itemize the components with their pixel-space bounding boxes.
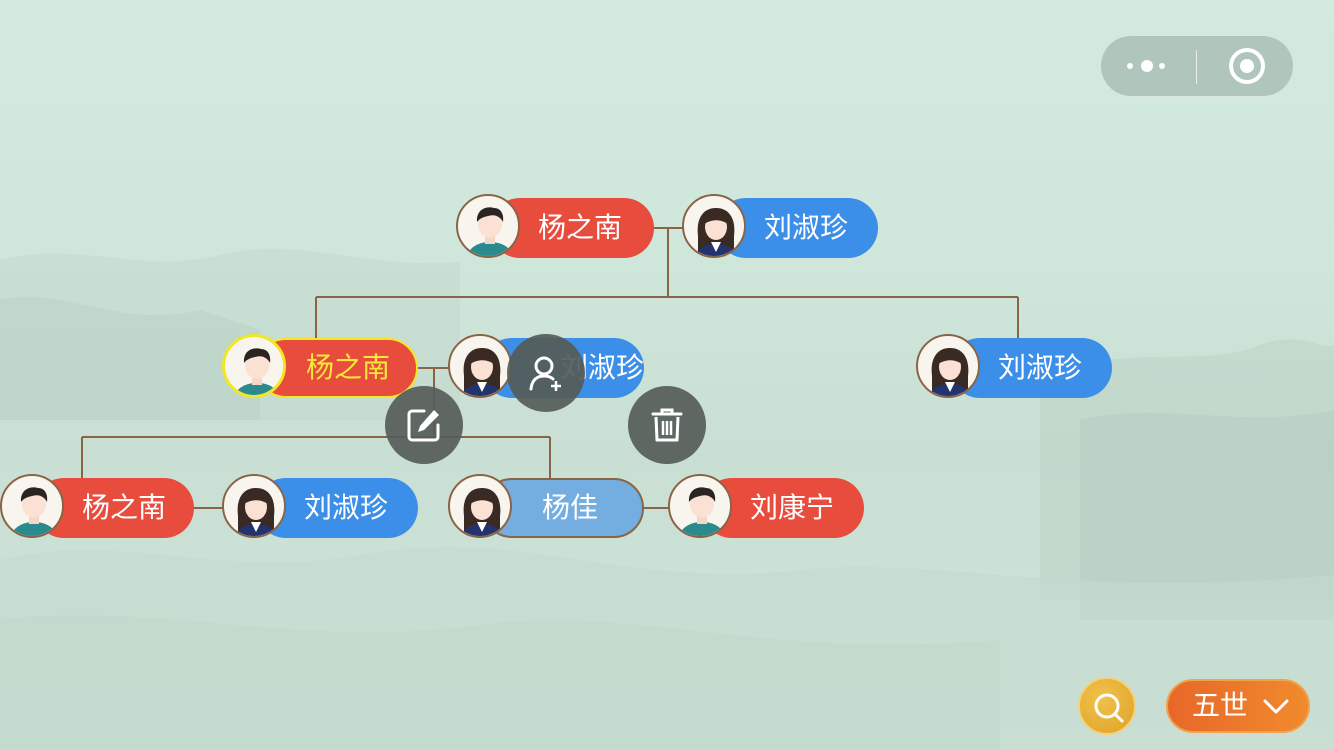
capsule-menu [1100,35,1294,97]
male-avatar-icon [0,474,64,538]
male-avatar-icon [222,334,286,398]
person-node-gen2-female[interactable]: 刘淑珍 [916,334,1114,398]
target-icon[interactable] [1229,48,1265,84]
more-dots-icon[interactable] [1101,36,1195,96]
capsule-divider [1196,50,1197,84]
person-name: 杨佳 [542,491,599,524]
search-icon [1094,693,1124,723]
add-person-button[interactable] [507,334,585,412]
person-name: 刘淑珍 [998,351,1083,384]
generation-label: 五世 [1192,689,1249,722]
name-pill: 杨之南 [490,198,654,258]
chevron-down-icon [1263,699,1289,714]
female-avatar-icon [916,334,980,398]
person-name: 杨之南 [82,491,167,524]
person-node-gen3-female-spouse[interactable]: 刘康宁 [668,474,864,538]
add-person-icon [529,356,561,391]
person-node-gen3-male[interactable]: 杨之南 [0,474,194,538]
person-name: 刘淑珍 [764,211,849,244]
person-name: 刘康宁 [750,491,835,524]
person-name: 刘淑珍 [304,491,389,524]
delete-button[interactable] [628,386,706,464]
female-avatar-icon [448,474,512,538]
search-button[interactable] [1078,677,1136,735]
person-node-gen3-female[interactable]: 杨佳 [448,474,644,538]
trash-icon [651,408,683,442]
edit-icon [407,409,440,442]
female-avatar-icon [448,334,512,398]
male-avatar-icon [456,194,520,258]
generation-selector[interactable]: 五世 [1166,679,1310,733]
person-name: 杨之南 [306,351,391,384]
person-node-gen3-spouse[interactable]: 刘淑珍 [222,474,420,538]
person-node-gen1-male[interactable]: 杨之南 [456,194,654,258]
male-avatar-icon [668,474,732,538]
person-name: 杨之南 [538,211,623,244]
person-node-gen1-female[interactable]: 刘淑珍 [682,194,880,258]
person-node-gen2-male-selected[interactable]: 杨之南 [222,334,418,398]
female-avatar-icon [682,194,746,258]
female-avatar-icon [222,474,286,538]
edit-button[interactable] [385,386,463,464]
